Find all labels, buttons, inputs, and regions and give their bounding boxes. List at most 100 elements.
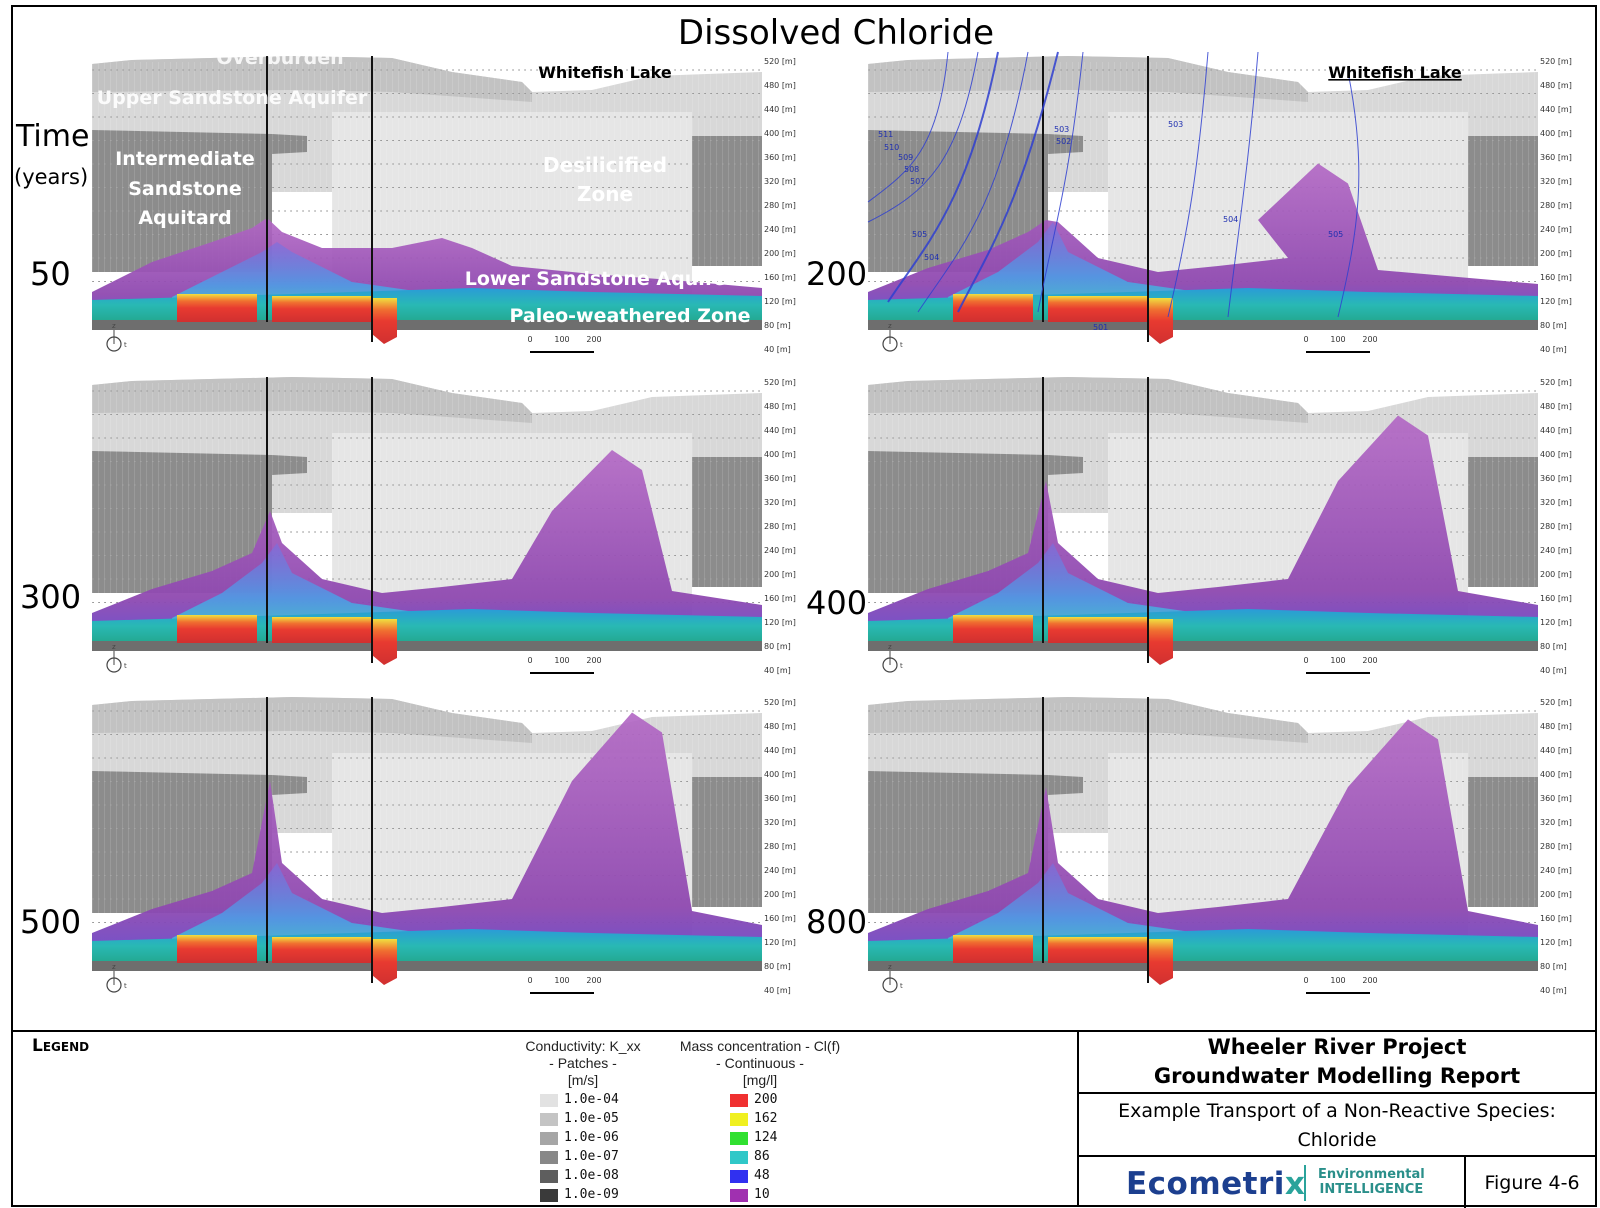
conductivity-legend-subtitle: - Patches -	[549, 1055, 617, 1071]
basement	[92, 641, 762, 651]
elevation-tick-label: 480 [m]	[1540, 81, 1572, 90]
elevation-tick-label: 200 [m]	[1540, 570, 1572, 579]
scale-bar-label: 100	[1330, 335, 1345, 344]
elevation-tick-label: 520 [m]	[764, 378, 796, 387]
scale-bar-label: 0	[1303, 656, 1308, 665]
zone-label-intermediate-1: Intermediate	[115, 148, 255, 170]
paleo-weathered-zone	[868, 929, 1538, 963]
elevation-tick-label: 120 [m]	[764, 618, 796, 627]
legend-swatch	[540, 1094, 558, 1107]
source-zone	[1048, 296, 1148, 322]
zone-label-lower-aquifer: Lower Sandstone Aquifer	[465, 268, 736, 290]
elevation-tick-label: 520 [m]	[764, 698, 796, 707]
report-name: Groundwater Modelling Report	[1153, 1064, 1521, 1088]
elevation-tick-label: 360 [m]	[764, 794, 796, 803]
panel-time-label: 300	[20, 578, 81, 616]
elevation-tick-label: 120 [m]	[1540, 297, 1572, 306]
cross-section-panel: 520 [m]480 [m]440 [m]400 [m]360 [m]320 […	[92, 377, 796, 675]
elevation-tick-label: 120 [m]	[1540, 938, 1572, 947]
scale-bar-label: 200	[586, 656, 601, 665]
elevation-tick-label: 440 [m]	[764, 746, 796, 755]
source-zone	[272, 617, 372, 643]
elevation-tick-label: 240 [m]	[764, 866, 796, 875]
legend-label: 1.0e-05	[564, 1111, 619, 1126]
elevation-tick-label: 280 [m]	[764, 201, 796, 210]
elevation-tick-label: 480 [m]	[764, 402, 796, 411]
figure-title: Dissolved Chloride	[678, 13, 994, 53]
head-contour-line	[1037, 51, 1084, 313]
source-zone-deep	[1148, 619, 1173, 665]
concentration-legend-header: Mass concentration - Cl(f) - Continuous …	[660, 1038, 860, 1089]
figure-description: Example Transport of a Non-Reactive Spec…	[1078, 1092, 1596, 1157]
concentration-legend-subtitle: - Continuous -	[716, 1055, 804, 1071]
scale-bar-label: 100	[554, 335, 569, 344]
elevation-tick-label: 480 [m]	[1540, 402, 1572, 411]
paleo-weathered-zone	[868, 609, 1538, 643]
head-contour-line	[1337, 71, 1360, 318]
elevation-tick-label: 360 [m]	[1540, 474, 1572, 483]
head-contour-label: 510	[884, 143, 899, 152]
panel-time-label: 200	[806, 255, 867, 293]
elevation-tick-label: 320 [m]	[1540, 177, 1572, 186]
ecometrix-logo: Ecometrix	[1126, 1166, 1305, 1202]
basement	[92, 320, 762, 330]
time-label: Time	[15, 119, 89, 154]
legend-label: 1.0e-04	[564, 1092, 619, 1107]
elevation-tick-label: 40 [m]	[764, 666, 791, 675]
basement	[868, 320, 1538, 330]
elevation-tick-label: 120 [m]	[764, 938, 796, 947]
elevation-tick-label: 400 [m]	[1540, 450, 1572, 459]
elevation-tick-label: 240 [m]	[764, 225, 796, 234]
paleo-weathered-zone	[92, 929, 762, 963]
conductivity-legend-unit: [m/s]	[567, 1072, 599, 1088]
basement	[92, 961, 762, 971]
elevation-tick-label: 280 [m]	[764, 522, 796, 531]
elevation-tick-label: 80 [m]	[1540, 962, 1567, 971]
source-zone	[177, 294, 257, 322]
elevation-tick-label: 320 [m]	[1540, 498, 1572, 507]
elevation-tick-label: 240 [m]	[1540, 546, 1572, 555]
cross-section-panel: 520 [m]480 [m]440 [m]400 [m]360 [m]320 […	[868, 697, 1572, 995]
legend-swatch	[730, 1113, 748, 1126]
elevation-tick-label: 400 [m]	[1540, 129, 1572, 138]
elevation-tick-label: 40 [m]	[1540, 666, 1567, 675]
elevation-tick-label: 280 [m]	[1540, 842, 1572, 851]
legend-swatch	[730, 1170, 748, 1183]
head-contour-label: 511	[878, 130, 893, 139]
panel-time-label: 400	[806, 584, 867, 622]
axis-x-label: t	[900, 662, 903, 670]
head-contour-line	[1167, 51, 1209, 318]
axis-z-label: z	[112, 643, 116, 651]
conductivity-legend-header: Conductivity: K_xx - Patches - [m/s]	[508, 1038, 658, 1089]
head-contour-label: 508	[904, 165, 919, 174]
conductivity-legend-title: Conductivity: K_xx	[525, 1038, 641, 1054]
scale-bar-label: 200	[1362, 656, 1377, 665]
elevation-tick-label: 400 [m]	[764, 770, 796, 779]
legend-label: 1.0e-08	[564, 1168, 619, 1183]
axis-x-label: t	[900, 341, 903, 349]
logo-row: Ecometrix Environmental INTELLIGENCE Fig…	[1078, 1155, 1596, 1208]
cross-section-panel: 520 [m]480 [m]440 [m]400 [m]360 [m]320 […	[868, 56, 1572, 354]
concentration-legend-unit: [mg/l]	[742, 1072, 778, 1088]
head-contour-label: 503	[1054, 125, 1069, 134]
elevation-tick-label: 200 [m]	[1540, 249, 1572, 258]
elevation-tick-label: 40 [m]	[1540, 986, 1567, 995]
zone-label-desilicified-1: Desilicified	[543, 153, 667, 177]
head-contour-label: 501	[1093, 323, 1108, 332]
cross-section-panel: 520 [m]480 [m]440 [m]400 [m]360 [m]320 […	[92, 697, 796, 995]
elevation-tick-label: 440 [m]	[1540, 746, 1572, 755]
elevation-tick-label: 440 [m]	[1540, 105, 1572, 114]
scale-bar-label: 200	[586, 335, 601, 344]
axis-x-label: t	[124, 341, 127, 349]
zone-label-upper-aquifer: Upper Sandstone Aquifer	[97, 87, 368, 109]
elevation-tick-label: 80 [m]	[764, 962, 791, 971]
legend-label: 1.0e-07	[564, 1149, 619, 1164]
legend-swatch	[730, 1151, 748, 1164]
source-zone	[953, 294, 1033, 322]
zone-label-intermediate-2: Sandstone	[128, 178, 242, 200]
source-zone-deep	[1148, 939, 1173, 985]
source-zone	[272, 296, 372, 322]
elevation-tick-label: 240 [m]	[764, 546, 796, 555]
